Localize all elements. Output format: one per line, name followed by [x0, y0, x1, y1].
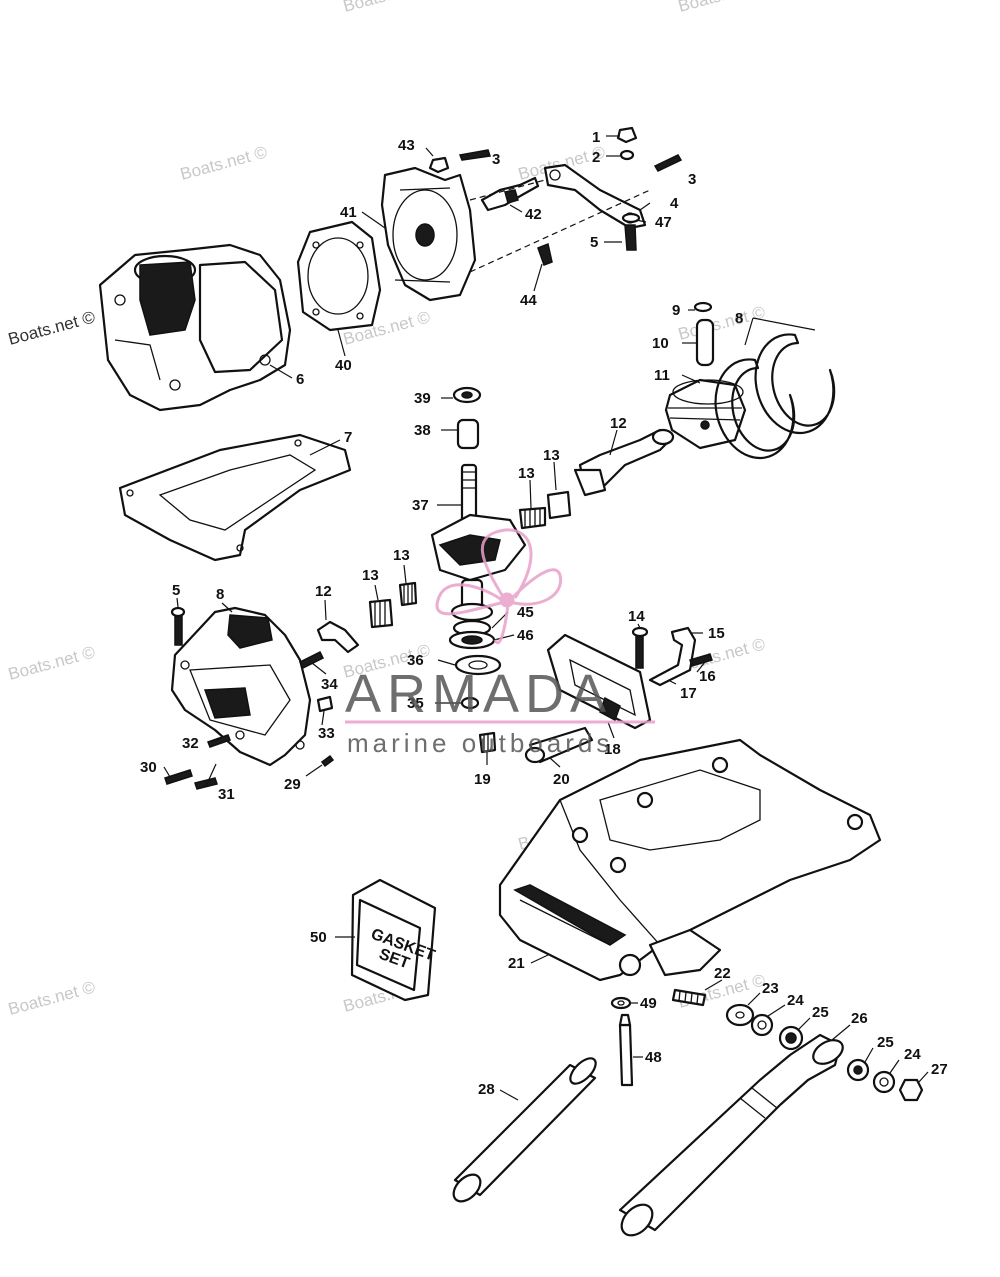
brand-watermark: ARMADA marine outboards — [345, 528, 655, 758]
callout-10: 10 — [652, 335, 669, 352]
callout-13a: 13 — [543, 447, 560, 464]
callout-7: 7 — [344, 429, 352, 446]
watermark: Boats.net © — [676, 0, 767, 16]
callout-11: 11 — [654, 367, 670, 384]
callout-26: 26 — [851, 1010, 868, 1027]
watermark: Boats.net © — [341, 0, 432, 16]
leader-lines — [163, 135, 929, 1101]
callout-35: 35 — [407, 695, 424, 712]
callout-32: 32 — [182, 735, 199, 752]
callout-30: 30 — [140, 759, 157, 776]
gasket-set-box: GASKET SET — [350, 878, 437, 1002]
callout-8: 8 — [735, 310, 743, 327]
seal-and-bushing — [452, 386, 482, 450]
callout-44: 44 — [520, 292, 537, 309]
piston-group — [664, 301, 836, 460]
callout-8b: 8 — [216, 586, 224, 603]
brand-tagline: marine outboards — [347, 728, 613, 758]
watermark: Boats.net © — [676, 302, 767, 344]
crank-seals — [448, 619, 502, 710]
callout-46: 46 — [517, 627, 534, 644]
callout-13c: 13 — [393, 547, 410, 564]
connecting-rod-part — [573, 428, 675, 497]
callout-20: 20 — [553, 771, 570, 788]
callout-5b: 5 — [172, 582, 180, 599]
callout-5: 5 — [590, 234, 598, 251]
callout-18: 18 — [604, 741, 621, 758]
exhaust-housing-part — [498, 738, 882, 982]
hardware-lower-left — [164, 606, 335, 790]
head-gasket-part — [296, 220, 382, 332]
alignment-line — [469, 179, 546, 201]
callout-34: 34 — [321, 676, 338, 693]
callout-21: 21 — [508, 955, 525, 972]
watermark: Boats.net © — [6, 307, 97, 349]
callout-36: 36 — [407, 652, 424, 669]
callout-38: 38 — [414, 422, 431, 439]
needle-bearings — [368, 490, 572, 629]
callout-3b: 3 — [688, 171, 696, 188]
callout-37: 37 — [412, 497, 429, 514]
tube-part — [452, 1057, 597, 1203]
callout-15: 15 — [708, 625, 725, 642]
crankcase-part — [170, 606, 312, 767]
small-lower-parts — [478, 726, 594, 764]
watermark: Boats.net © — [6, 642, 97, 684]
callout-25: 25 — [812, 1004, 829, 1021]
watermark: Boats.net © — [178, 142, 269, 184]
callout-19: 19 — [474, 771, 491, 788]
callout-39: 39 — [414, 390, 431, 407]
callout-43: 43 — [398, 137, 415, 154]
leg-housing-part — [618, 1033, 844, 1237]
callout-25b: 25 — [877, 1034, 894, 1051]
lower-hardware-stack — [610, 988, 924, 1102]
callout-6: 6 — [296, 371, 304, 388]
callout-24: 24 — [787, 992, 804, 1009]
lower-clip-part — [316, 620, 360, 654]
pin-part — [618, 1013, 634, 1087]
watermark: Boats.net © — [6, 977, 97, 1019]
base-gasket-part — [118, 433, 352, 562]
callout-27: 27 — [931, 1061, 948, 1078]
alignment-line — [469, 189, 651, 273]
callout-3: 3 — [492, 151, 500, 168]
callout-23: 23 — [762, 980, 779, 997]
cylinder-head-part — [380, 166, 477, 302]
callout-16: 16 — [699, 668, 716, 685]
callout-40: 40 — [335, 357, 352, 374]
callout-28: 28 — [478, 1081, 495, 1098]
callout-24b: 24 — [904, 1046, 921, 1063]
callout-17: 17 — [680, 685, 697, 702]
callout-50: 50 — [310, 929, 327, 946]
callout-12b: 12 — [315, 583, 332, 600]
callout-29: 29 — [284, 776, 301, 793]
callout-22: 22 — [714, 965, 731, 982]
callout-1: 1 — [592, 129, 600, 146]
lower-bracket-hardware — [631, 626, 713, 687]
callout-2: 2 — [592, 149, 600, 166]
callout-42: 42 — [525, 206, 542, 223]
callout-47: 47 — [655, 214, 672, 231]
callout-33: 33 — [318, 725, 335, 742]
callout-labels: 1 2 3 3 4 47 5 43 41 42 44 40 6 9 8 10 1… — [140, 129, 948, 1098]
hardware-upper — [428, 126, 683, 266]
callout-14: 14 — [628, 608, 645, 625]
callout-41: 41 — [340, 204, 357, 221]
callout-4: 4 — [670, 195, 679, 212]
propeller-logo — [435, 528, 563, 644]
callout-9: 9 — [672, 302, 680, 319]
cylinder-block-part — [98, 243, 292, 412]
brand-name: ARMADA — [345, 664, 612, 724]
callout-49: 49 — [640, 995, 657, 1012]
callout-13d: 13 — [362, 567, 379, 584]
reed-plate-part — [546, 633, 652, 730]
callout-48: 48 — [645, 1049, 662, 1066]
callout-31: 31 — [218, 786, 235, 803]
callout-13b: 13 — [518, 465, 535, 482]
callout-12: 12 — [610, 415, 627, 432]
callout-45: 45 — [517, 604, 534, 621]
